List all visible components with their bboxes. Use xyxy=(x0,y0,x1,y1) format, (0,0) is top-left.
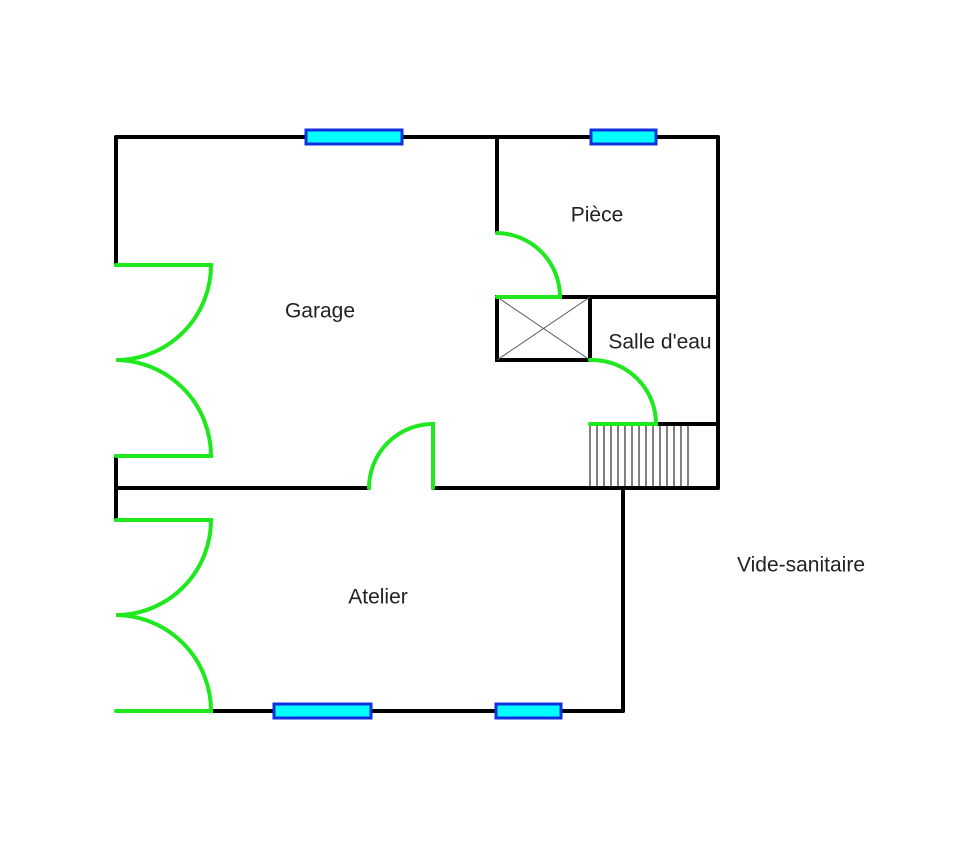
atelier-double-door[interactable] xyxy=(114,518,214,713)
label-atelier: Atelier xyxy=(348,586,408,609)
window-garage-top xyxy=(304,128,404,146)
label-piece: Pièce xyxy=(571,204,624,227)
label-vide-sanitaire: Vide-sanitaire xyxy=(737,554,865,577)
window-atelier-bottom-2 xyxy=(494,702,563,720)
label-salle-deau: Salle d'eau xyxy=(608,331,711,354)
garage-atelier-door[interactable] xyxy=(367,421,435,490)
piece-door[interactable] xyxy=(495,231,563,299)
garage-double-door[interactable] xyxy=(114,263,214,458)
cupboard-cross-2 xyxy=(496,296,591,361)
salle-deau-door[interactable] xyxy=(588,357,659,426)
label-garage: Garage xyxy=(285,300,355,323)
stairs xyxy=(589,423,719,489)
window-piece-top xyxy=(589,128,658,146)
window-atelier-bottom-1 xyxy=(272,702,373,720)
stairs-outline xyxy=(589,423,719,489)
doors xyxy=(114,231,659,713)
room-labels: Garage Pièce Salle d'eau Atelier Vide-sa… xyxy=(285,204,865,609)
windows xyxy=(272,128,658,720)
cupboard xyxy=(495,295,592,362)
